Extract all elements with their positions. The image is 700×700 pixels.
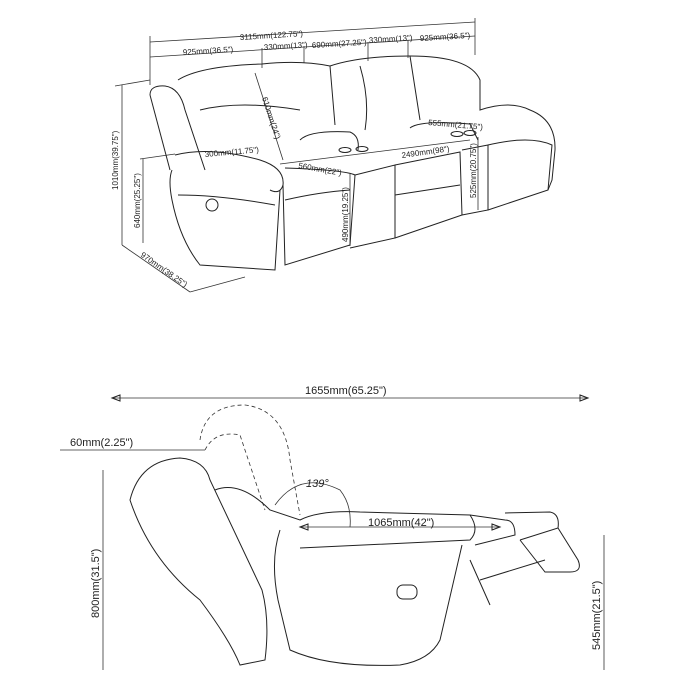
- recliner-side-drawing: 60mm(2.25") 1655mm(65.25") 139° 1065mm(4…: [60, 385, 605, 670]
- seat-right-width-label: 925mm(36.5"): [420, 31, 471, 43]
- back-height-label: 610mm(24"): [260, 96, 282, 141]
- console-right-width-label: 330mm(13"): [369, 33, 414, 45]
- sofa-outline: [149, 55, 556, 271]
- reclined-length-label: 1655mm(65.25"): [305, 385, 387, 397]
- seat-depth-label: 560mm(22"): [298, 161, 343, 178]
- middle-seat-width-label: 690mm(27.25"): [312, 38, 368, 50]
- seat-to-footrest-label: 1065mm(42"): [368, 517, 434, 529]
- seat-width-total-label: 2490mm(98"): [401, 144, 450, 160]
- console-depth-label: 555mm(21.75"): [428, 118, 484, 132]
- console-left-width-label: 330mm(13"): [264, 40, 309, 52]
- footrest-height-label: 545mm(21.5"): [591, 581, 603, 650]
- dimension-lines-top: [114, 18, 479, 293]
- recline-angle-label: 139°: [306, 478, 329, 490]
- height-label: 800mm(31.5"): [90, 549, 102, 618]
- overall-width-label: 3115mm(122.75"): [240, 29, 304, 42]
- sectional-sofa-drawing: 3115mm(122.75") 925mm(36.5") 330mm(13") …: [111, 18, 556, 293]
- overall-depth-label: 970mm(38.25"): [139, 250, 189, 289]
- arm-width-label: 300mm(11.75"): [204, 145, 259, 159]
- wall-clearance-label: 60mm(2.25"): [70, 437, 133, 449]
- console-height-label: 525mm(20.75"): [469, 143, 478, 198]
- recline-handle-icon: [205, 198, 219, 212]
- overall-height-label: 1010mm(39.75"): [111, 130, 120, 190]
- seat-height-label: 490mm(19.25"): [341, 187, 350, 242]
- recline-handle-icon: [396, 584, 418, 600]
- seat-left-width-label: 925mm(36.5"): [183, 45, 234, 57]
- arm-height-label: 640mm(25.25"): [133, 173, 142, 228]
